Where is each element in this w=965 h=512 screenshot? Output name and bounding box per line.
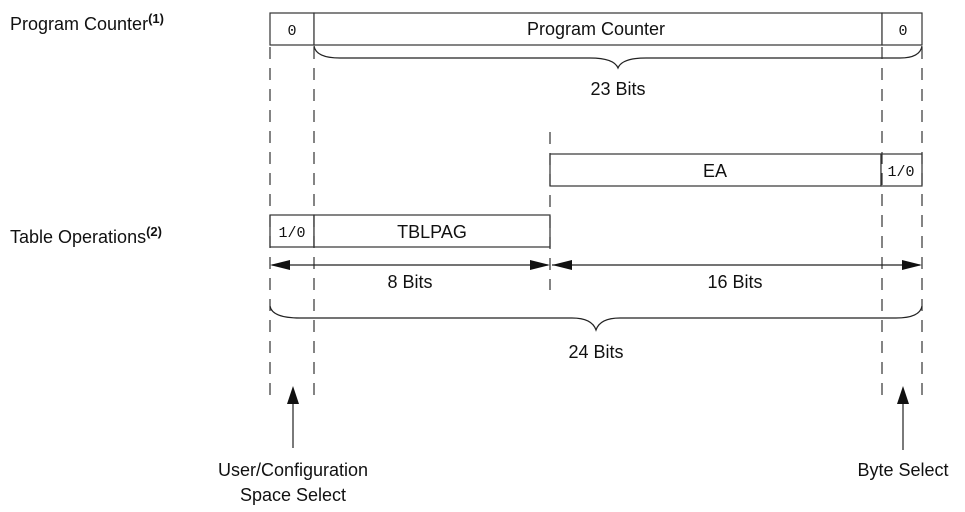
table-operations-row-label: Table Operations(2) — [10, 224, 162, 247]
tblpag-width-arrow — [270, 260, 550, 270]
pc-left-zero: 0 — [287, 23, 296, 40]
tblpag-cell — [313, 214, 551, 248]
space-select-label-line2: Space Select — [240, 485, 346, 505]
tblpag-label: TBLPAG — [397, 222, 467, 242]
ea-register: EA 1/0 — [549, 153, 923, 187]
tblop-select-label: 1/0 — [278, 225, 305, 242]
tblpag-width-label: 8 Bits — [387, 272, 432, 292]
pc-msb-zero-cell — [881, 12, 923, 46]
pc-main-cell — [313, 12, 883, 46]
pc-right-zero: 0 — [898, 23, 907, 40]
ea-byte-label: 1/0 — [887, 164, 914, 181]
total-span-label: 24 Bits — [568, 342, 623, 362]
program-counter-register: 0 Program Counter 0 — [269, 12, 923, 46]
pc-span-brace — [313, 45, 923, 70]
space-select-pointer — [287, 386, 299, 448]
pc-main-label: Program Counter — [527, 19, 665, 39]
tblop-select-cell — [269, 214, 315, 248]
table-operations-register: 1/0 TBLPAG — [269, 214, 551, 248]
ea-main-label: EA — [703, 161, 727, 181]
ea-width-label: 16 Bits — [707, 272, 762, 292]
program-counter-row-label: Program Counter(1) — [10, 11, 164, 34]
byte-select-pointer — [897, 386, 909, 450]
pc-lsb-zero-cell — [269, 12, 315, 46]
byte-select-label: Byte Select — [857, 460, 948, 480]
space-select-label-line1: User/Configuration — [218, 460, 368, 480]
pc-span-label: 23 Bits — [590, 79, 645, 99]
ea-width-arrow — [552, 260, 922, 270]
ea-byte-cell — [880, 153, 923, 187]
total-span-brace — [269, 305, 923, 332]
